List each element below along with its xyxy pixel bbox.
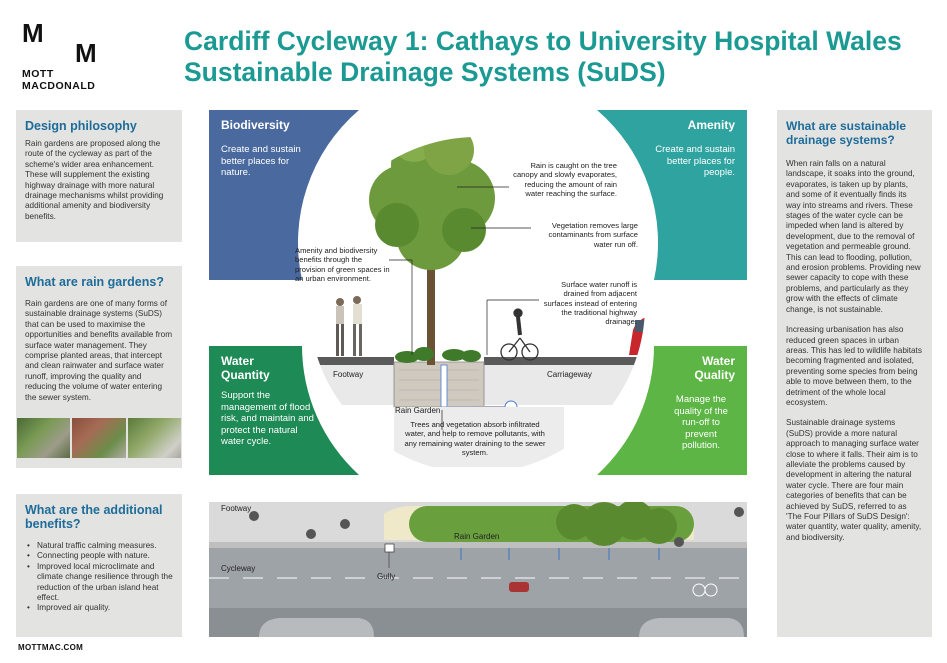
rain-gardens-body: Rain gardens are one of many forms of su… bbox=[25, 299, 173, 402]
water-quantity-heading-line-1: Water bbox=[221, 354, 254, 368]
water-quantity-pillar: Water Quantity Support the management of… bbox=[221, 354, 321, 448]
water-quality-pillar: Water Quality Manage the quality of the … bbox=[655, 354, 735, 452]
plan-kerb bbox=[209, 542, 747, 548]
amenity-note: Amenity and biodiversity benefits throug… bbox=[295, 246, 390, 283]
amenity-heading: Amenity bbox=[687, 118, 735, 132]
logo-mark-right: M bbox=[75, 38, 97, 68]
rain-canopy-note: Rain is caught on the tree canopy and sl… bbox=[513, 161, 617, 198]
suds-heading: What are sustainable drainage systems? bbox=[786, 119, 923, 147]
rain-garden-label: Rain Garden bbox=[395, 406, 441, 415]
runoff-arrows bbox=[460, 548, 660, 560]
infiltration-note: Trees and vegetation absorb infiltrated … bbox=[404, 420, 546, 457]
biodiversity-pillar: Biodiversity Create and sustain better p… bbox=[221, 118, 341, 179]
water-quantity-quadrant bbox=[209, 346, 359, 475]
suds-paragraph-2: Increasing urbanisation has also reduced… bbox=[786, 325, 922, 407]
amenity-quadrant bbox=[597, 110, 747, 280]
water-quantity-heading: Water Quantity bbox=[221, 354, 321, 382]
water-quality-heading-line-2: Quality bbox=[694, 368, 735, 382]
plan-view: Footway Cycleway Rain Garden Gully bbox=[209, 500, 747, 637]
footway-surface bbox=[307, 357, 394, 365]
biodiversity-body: Create and sustain better places for nat… bbox=[221, 144, 301, 178]
footer-url: MOTTMAC.COM bbox=[18, 643, 84, 652]
suds-paragraph-1: When rain falls on a natural landscape, … bbox=[786, 159, 921, 314]
water-quality-heading: Water Quality bbox=[655, 354, 735, 382]
additional-benefits-heading: What are the additional benefits? bbox=[25, 503, 173, 531]
rain-garden-photos bbox=[17, 418, 181, 458]
plan-cycleway-label: Cycleway bbox=[221, 564, 256, 573]
logo-mark-left: M bbox=[22, 18, 44, 48]
water-quantity-body: Support the management of flood risk, an… bbox=[221, 390, 314, 447]
water-quantity-heading-line-2: Quantity bbox=[221, 368, 270, 382]
benefit-item: Connecting people with nature. bbox=[25, 551, 173, 562]
benefit-item: Natural traffic calming measures. bbox=[25, 541, 173, 552]
rain-garden-photo-1 bbox=[17, 418, 71, 458]
rain-garden-section bbox=[394, 362, 484, 407]
benefit-item: Improved air quality. bbox=[25, 603, 173, 614]
additional-benefits-heading-line-1: What are the additional bbox=[25, 503, 163, 517]
carriageway-label: Carriageway bbox=[547, 370, 592, 379]
rain-garden-photo-2 bbox=[72, 418, 126, 458]
logo-word-mott: MOTT bbox=[22, 68, 54, 80]
suds-panel: What are sustainable drainage systems? W… bbox=[777, 110, 932, 637]
rain-garden-photo-3 bbox=[127, 418, 181, 458]
plan-footway-label: Footway bbox=[221, 504, 252, 513]
four-pillars-diagram: Biodiversity Create and sustain better p… bbox=[209, 110, 747, 490]
cyclist bbox=[500, 308, 539, 361]
water-quality-body: Manage the quality of the run-off to pre… bbox=[674, 394, 728, 451]
water-quality-heading-line-1: Water bbox=[702, 354, 735, 368]
plan-gully-label: Gully bbox=[377, 572, 396, 581]
logo-word-macdonald: MACDONALD bbox=[22, 80, 96, 92]
mott-macdonald-logo: M M MOTT MACDONALD bbox=[22, 18, 112, 92]
design-philosophy-panel: Design philosophy Rain gardens are propo… bbox=[16, 110, 182, 242]
tree-trunk bbox=[427, 230, 435, 365]
benefits-list: Natural traffic calming measures. Connec… bbox=[25, 541, 173, 614]
page-title: Cardiff Cycleway 1: Cathays to Universit… bbox=[184, 26, 944, 88]
design-philosophy-body: Rain gardens are proposed along the rout… bbox=[25, 139, 164, 221]
title-line-2: Sustainable Drainage Systems (SuDS) bbox=[184, 57, 666, 87]
vegetation-note: Vegetation removes large contaminants fr… bbox=[548, 221, 638, 249]
pedestrians bbox=[336, 296, 362, 356]
suds-heading-line-2: drainage systems? bbox=[786, 133, 895, 147]
biodiversity-quadrant bbox=[209, 110, 359, 280]
design-philosophy-heading: Design philosophy bbox=[25, 119, 137, 133]
plan-gully bbox=[384, 543, 395, 553]
rain-gardens-heading: What are rain gardens? bbox=[25, 275, 164, 289]
footway-label: Footway bbox=[333, 370, 364, 379]
plan-rain-garden-label: Rain Garden bbox=[454, 532, 500, 541]
title-line-1: Cardiff Cycleway 1: Cathays to Universit… bbox=[184, 26, 902, 56]
additional-benefits-heading-line-2: benefits? bbox=[25, 517, 81, 531]
amenity-pillar: Amenity Create and sustain better places… bbox=[625, 118, 735, 179]
rain-garden-plants bbox=[395, 347, 481, 363]
water-quality-quadrant bbox=[597, 346, 747, 475]
biodiversity-heading: Biodiversity bbox=[221, 118, 290, 132]
suds-paragraph-3: Sustainable drainage systems (SuDS) prov… bbox=[786, 418, 922, 542]
runoff-note: Surface water runoff is drained from adj… bbox=[543, 280, 637, 327]
drain-pipe bbox=[440, 364, 448, 408]
additional-benefits-panel: What are the additional benefits? Natura… bbox=[16, 494, 182, 637]
plan-view-graphic bbox=[209, 500, 747, 637]
amenity-body: Create and sustain better places for peo… bbox=[655, 144, 735, 178]
suds-heading-line-1: What are sustainable bbox=[786, 119, 907, 133]
pillars-graphic bbox=[209, 110, 747, 477]
benefit-item: Improved local microclimate and climate … bbox=[25, 562, 173, 604]
carriageway-surface bbox=[484, 357, 647, 365]
